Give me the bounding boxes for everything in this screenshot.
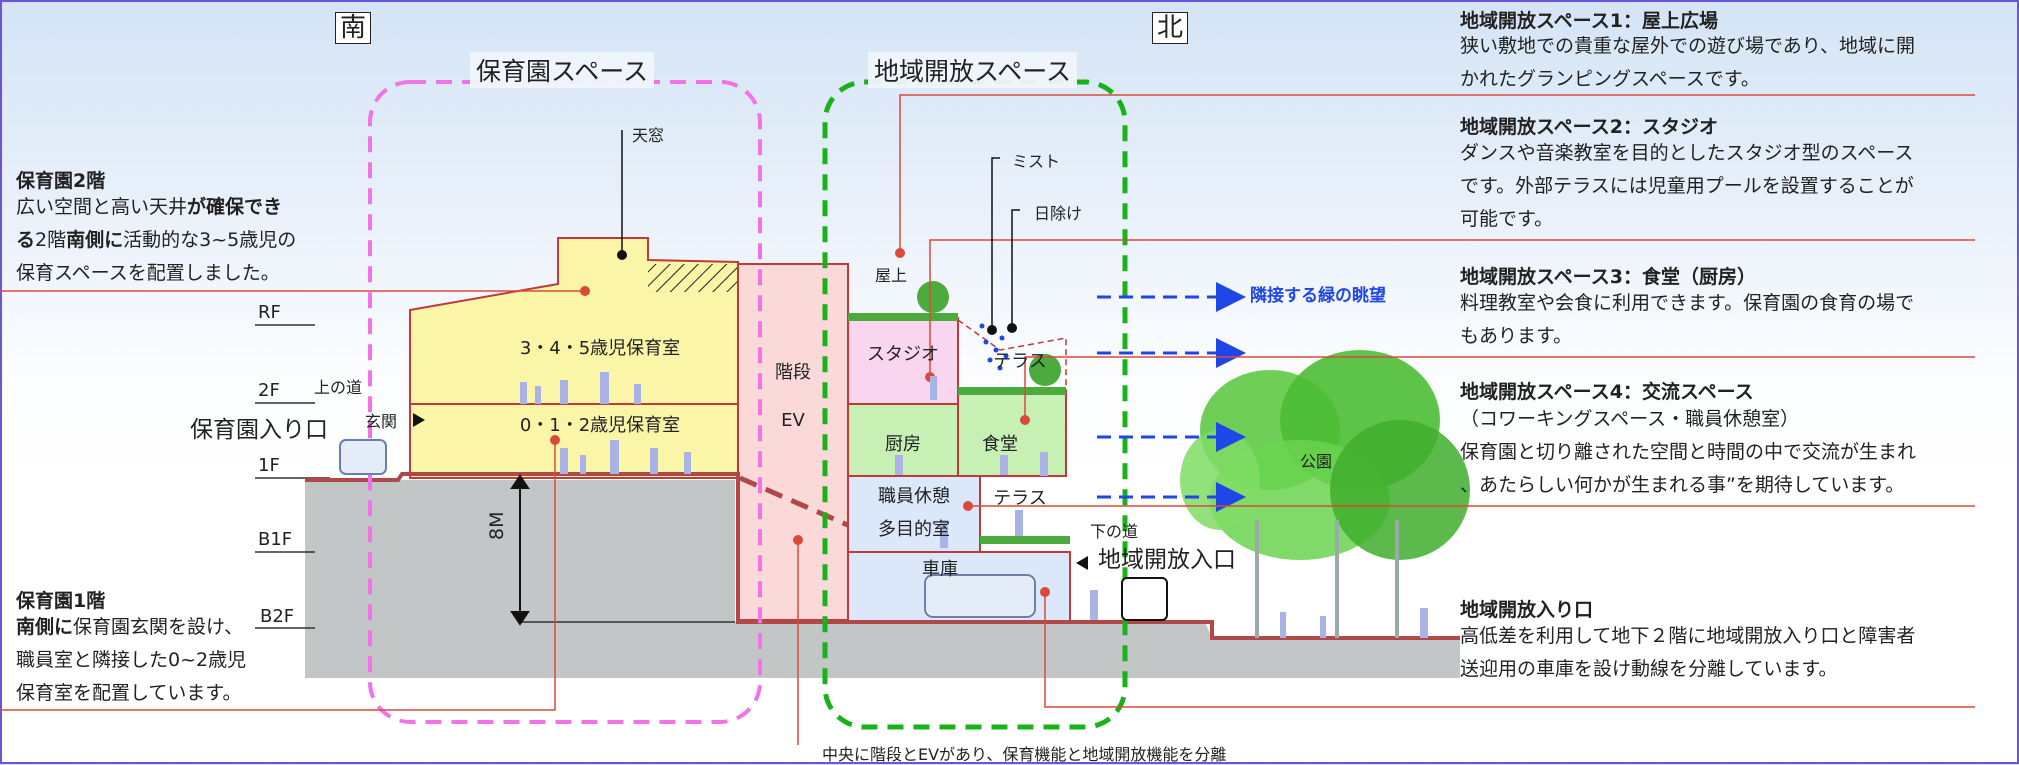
floor-2f: 2F [258,380,280,401]
right-note-3-body: 料理教室や会食に利用できます。保育園の食育の場でもあります。 [1460,292,1915,347]
leader-lines [0,94,1975,745]
right-note-4-title: 地域開放スペース4：交流スペース [1460,381,1754,403]
north-label: 北 [1152,12,1189,44]
park-trees [917,281,1470,638]
left-note-1f-title: 保育園1階 [16,590,106,612]
right-note-3-title: 地域開放スペース3：食堂（厨房） [1460,266,1756,288]
nursery-zone-title: 保育園スペース [470,52,655,88]
floor-b1f: B1F [258,529,293,550]
people-silhouettes [520,372,1428,638]
room-terrace-upper: テラス [993,351,1047,372]
mist-label: ミスト [1012,152,1061,171]
rooftop-label: 屋上 [875,266,908,285]
center-note: 中央に階段とEVがあり、保育機能と地域開放機能を分離 [822,745,1227,764]
right-note-5-title: 地域開放入り口 [1460,599,1594,621]
skylight-label: 天窓 [632,126,665,145]
right-note-2-title: 地域開放スペース2：スタジオ [1460,116,1718,138]
room-kitchen: 厨房 [885,434,921,455]
nursery-entrance-label: 保育園入り口 [190,417,328,443]
green-view-label: 隣接する緑の眺望 [1250,286,1386,306]
community-entrance-label: 地域開放入口 [1098,547,1236,573]
right-note-2-body: ダンスや音楽教室を目的としたスタジオ型のスペースです。外部テラスには児童用プール… [1460,142,1914,230]
height-label: 8M [486,511,508,540]
entrance-label: 玄関 [365,412,398,431]
community-entrance-arrow [1076,556,1088,570]
left-note-2f-body: 広い空間と高い天井が確保でき る2階南側に活動的な3~5歳児の 保育スペースを配… [16,196,297,284]
right-note-4-body: （コワーキングスペース・職員休憩室）保育園と切り離された空間と時間の中で交流が生… [1460,408,1917,496]
room-terrace-lower: テラス [993,488,1047,509]
lower-road-label: 下の道 [1090,522,1139,541]
stair-ev-core [737,263,849,621]
mist-dots [979,323,1009,371]
community-zone-title: 地域開放スペース [868,52,1078,88]
right-note-1-body: 狭い敷地での貴重な屋外での遊び場であり、地域に開かれたグランピングスペースです。 [1460,35,1916,90]
room-staff-lounge: 職員休憩 [878,486,950,507]
room-multipurpose: 多目的室 [878,519,950,540]
car-icon [924,574,1036,618]
nursery-zone-outline [368,80,762,724]
floor-rf: RF [258,302,281,323]
room-stairs: 階段 [775,362,811,383]
left-note-2f-title: 保育園2階 [16,170,106,192]
ground-line [305,472,1460,640]
floor-b2f: B2F [260,606,295,627]
south-label: 南 [335,12,372,44]
left-note-1f-body: 南側に保育園玄関を設け、 職員室と隣接した0~2歳児 保育室を配置しています。 [16,616,247,704]
van-icon [339,439,387,475]
height-dimension [510,474,530,626]
floor-lines [255,324,735,629]
park-label: 公園 [1299,452,1332,471]
room-ev: EV [781,410,805,431]
room-studio: スタジオ [867,344,939,365]
upper-road-label: 上の道 [314,378,363,397]
entrance-arrow [413,413,425,427]
right-note-1-title: 地域開放スペース1：屋上広場 [1460,10,1718,32]
bus-icon [1121,577,1168,621]
room-nursery-upper: 3・4・5歳児保育室 [519,338,681,359]
callout-lines [621,130,1020,330]
room-garage: 車庫 [922,559,958,580]
view-arrows [1097,282,1246,512]
floor-1f: 1F [258,455,280,476]
room-nursery-lower: 0・1・2歳児保育室 [519,415,681,436]
right-note-5-body: 高低差を利用して地下２階に地域開放入り口と障害者送迎用の車庫を設け動線を分離して… [1460,625,1916,680]
sunshade-label: 日除け [1034,204,1083,223]
room-dining: 食堂 [982,434,1018,455]
